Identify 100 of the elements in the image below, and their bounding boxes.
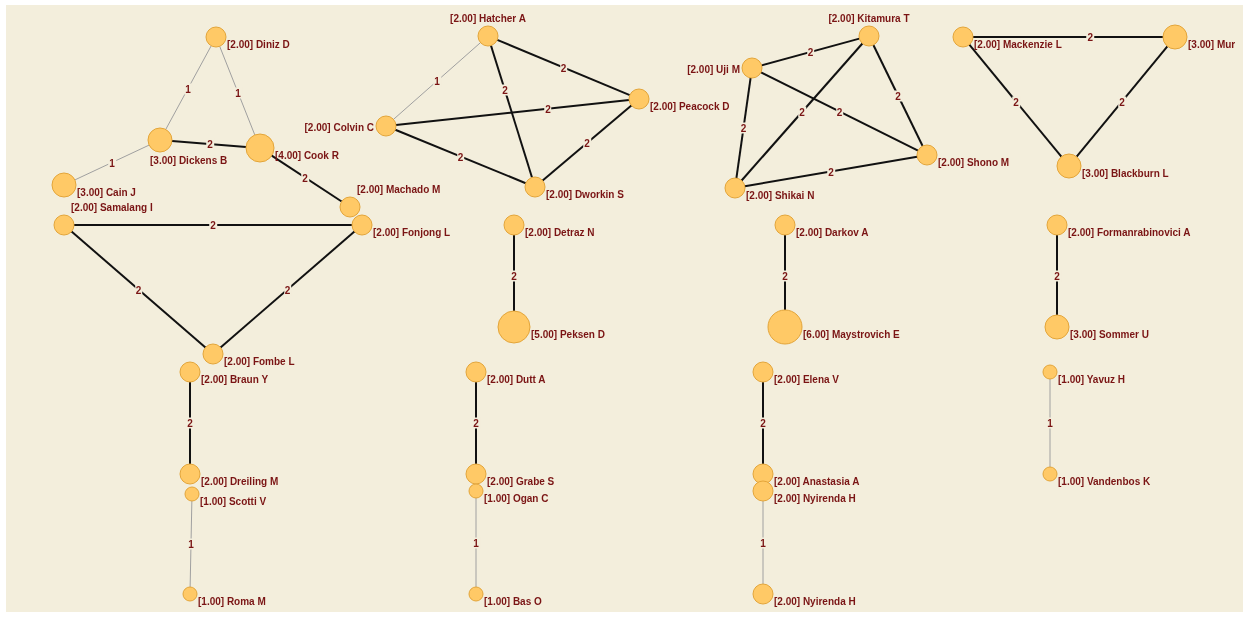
edge-label: 2	[827, 166, 835, 177]
edge-label: 2	[1086, 31, 1094, 43]
connector-line	[170, 139, 248, 148]
node-label: [2.00] Mackenzie L	[974, 39, 1062, 50]
connector-line	[872, 44, 924, 147]
connector-line	[475, 381, 477, 465]
connector-line	[743, 155, 919, 188]
connector-line	[762, 381, 764, 465]
node-label: [2.00] Dutt A	[487, 374, 546, 385]
node-label: [1.00] Yavuz H	[1058, 374, 1126, 385]
node-label: [3.00] Dickens B	[150, 155, 228, 166]
connector-line	[760, 37, 861, 67]
edge-label: 2	[283, 284, 292, 295]
edge-label: 2	[583, 137, 591, 149]
connector-line	[393, 42, 481, 120]
node-label: [4.00] Cook R	[275, 150, 339, 161]
edge-label: 1	[234, 87, 242, 98]
edge-label: 2	[1012, 96, 1020, 107]
node-label: [2.00] Fonjong L	[373, 227, 451, 238]
connector-line	[270, 154, 343, 203]
node-label: [2.00] Fombe L	[224, 356, 295, 367]
node-label: [2.00] Samalang I	[71, 202, 153, 213]
connector-line	[1056, 234, 1058, 316]
edge-label: 2	[781, 270, 789, 282]
connector-line	[165, 45, 212, 130]
node-label: [2.00] Shikai N	[746, 190, 815, 201]
node-label: [1.00] Roma M	[198, 596, 266, 607]
edge-label: 2	[456, 151, 465, 162]
edge-label: 2	[501, 84, 509, 96]
edge-label: 2	[510, 270, 518, 282]
connector-line	[70, 230, 207, 349]
connector-line	[73, 224, 353, 226]
connector-line	[1049, 378, 1051, 468]
node-label: [2.00] Braun Y	[201, 374, 269, 385]
connector-line	[489, 44, 534, 179]
edge-label: 1	[1046, 417, 1054, 429]
node-label: [2.00] Darkov A	[796, 227, 869, 238]
edge-label: 2	[1053, 270, 1061, 282]
connector-line	[740, 42, 864, 182]
connector-line	[219, 45, 256, 136]
edge-label: 2	[209, 219, 217, 231]
edge-label: 2	[894, 90, 902, 101]
node-label: [2.00] Anastasia A	[774, 476, 860, 487]
node-label: [2.00] Formanrabinovici A	[1068, 227, 1191, 238]
edge-label: 1	[184, 83, 192, 94]
node-label: [2.00] Hatcher A	[450, 13, 526, 24]
node-label: [1.00] Ogan C	[484, 493, 549, 504]
node-label: [1.00] Scotti V	[200, 496, 267, 507]
edge-label: 2	[739, 122, 748, 134]
node-label: [1.00] Vandenbos K	[1058, 476, 1151, 487]
node-label: [2.00] Nyirenda H	[774, 596, 856, 607]
node-label: [3.00] Blackburn L	[1082, 168, 1169, 179]
edge-label: 2	[472, 417, 480, 429]
edge-label: 2	[835, 106, 844, 117]
connector-line	[762, 500, 764, 585]
node-label: [2.00] Nyirenda H	[774, 493, 856, 504]
node-label: [6.00] Maystrovich E	[803, 329, 900, 340]
edge-label: 2	[759, 417, 767, 429]
node-label: [3.00] Mur	[1188, 39, 1236, 50]
node-label: [2.00] Detraz N	[525, 227, 595, 238]
edge-label: 1	[108, 157, 116, 168]
node-label: [2.00] Peacock D	[650, 101, 730, 112]
connector-line	[219, 230, 356, 349]
edge-label: 1	[433, 75, 441, 87]
connector-line	[972, 36, 1164, 38]
edge-label: 2	[186, 417, 194, 429]
connector-line	[784, 234, 786, 311]
node-label: [3.00] Cain J	[77, 187, 136, 198]
connector-line	[189, 381, 191, 465]
edge-label: 1	[187, 538, 195, 550]
node-label: [2.00] Colvin C	[304, 122, 374, 133]
node-label: [3.00] Sommer U	[1070, 329, 1149, 340]
node-label: [2.00] Shono M	[938, 157, 1010, 168]
connector-line	[475, 497, 477, 588]
connector-line	[759, 71, 920, 152]
edge-label: 2	[134, 284, 143, 295]
edge-label: 1	[759, 537, 767, 548]
node-label: [2.00] Machado M	[357, 184, 441, 195]
node-label: [2.00] Kitamura T	[828, 13, 910, 24]
connector-line	[541, 104, 633, 182]
node-label: [2.00] Elena V	[774, 374, 840, 385]
node-label: [2.00] Dreiling M	[201, 476, 279, 487]
edge-label: 2	[559, 62, 568, 73]
connector-line	[189, 500, 193, 588]
node-label: [2.00] Diniz D	[227, 39, 290, 50]
edge-label: 1	[472, 537, 480, 548]
connector-line	[74, 144, 150, 181]
edge-label: 2	[798, 106, 806, 118]
edge-label: 2	[544, 103, 552, 115]
node-label: [2.00] Dworkin S	[546, 189, 624, 200]
connector-line	[394, 128, 527, 185]
connector-line	[394, 99, 631, 126]
edge-label: 2	[806, 46, 815, 58]
node-label: [2.00] Uji M	[687, 64, 740, 75]
edge-label: 2	[206, 138, 214, 150]
connector-line	[735, 76, 752, 180]
edge-label: 2	[1118, 96, 1126, 107]
edge-label: 2	[301, 172, 309, 183]
node-label: [2.00] Grabe S	[487, 476, 555, 487]
node-label: [5.00] Peksen D	[531, 329, 605, 340]
